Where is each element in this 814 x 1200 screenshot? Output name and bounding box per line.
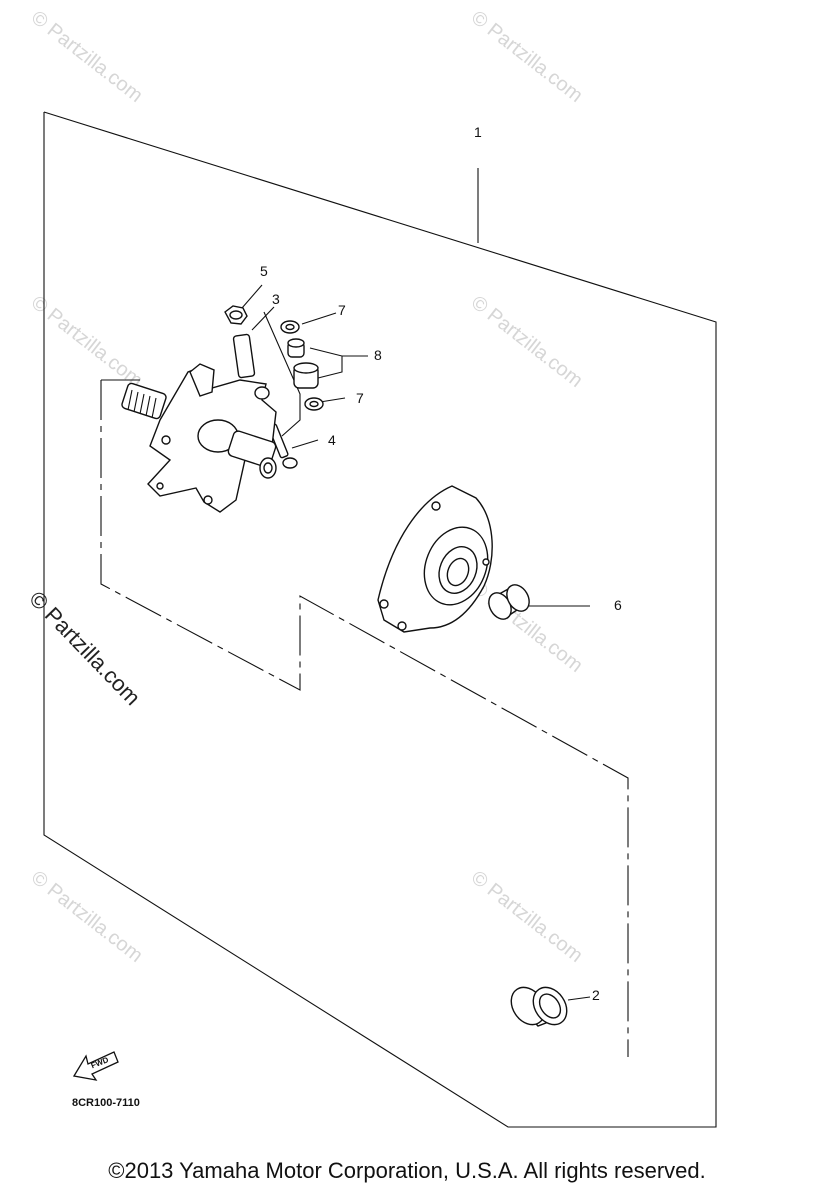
part-washer-lower	[304, 397, 324, 411]
part-spindle-hub	[121, 363, 277, 513]
callout-3: 3	[272, 291, 280, 307]
part-seal	[510, 986, 568, 1027]
callout-1: 1	[474, 124, 482, 140]
part-bushing	[488, 584, 530, 620]
callout-5: 5	[260, 263, 268, 279]
copyright-notice: ©2013 Yamaha Motor Corporation, U.S.A. A…	[108, 1158, 706, 1183]
callout-8: 8	[374, 347, 382, 363]
leader-lines	[241, 168, 591, 1001]
watermark-layer: © Partzilla.com © Partzilla.com © Partzi…	[27, 7, 587, 967]
part-pin	[232, 333, 256, 379]
callout-2: 2	[592, 987, 600, 1003]
kit-boundary	[43, 111, 717, 1128]
part-code: 8CR100-7110	[72, 1097, 140, 1109]
part-collar-large	[293, 362, 319, 389]
watermark: © Partzilla.com	[467, 577, 587, 677]
part-washer-upper	[280, 320, 300, 334]
watermark: © Partzilla.com	[467, 292, 587, 392]
watermark: © Partzilla.com	[467, 867, 587, 967]
callout-7-lower: 7	[356, 390, 364, 406]
watermark: © Partzilla.com	[27, 867, 147, 967]
part-nut	[224, 305, 248, 325]
callout-6: 6	[614, 597, 622, 613]
forward-arrow-icon: FWD	[72, 1051, 119, 1081]
watermark-large: © Partzilla.com	[24, 586, 145, 710]
callout-7-upper: 7	[338, 302, 346, 318]
part-collar-small	[287, 338, 305, 358]
part-cover-plate	[377, 485, 493, 633]
watermark: © Partzilla.com	[27, 292, 147, 392]
inner-dashed-boundary	[100, 380, 629, 1057]
watermark: © Partzilla.com	[467, 7, 587, 107]
callout-4: 4	[328, 432, 336, 448]
watermark: © Partzilla.com	[27, 7, 147, 107]
